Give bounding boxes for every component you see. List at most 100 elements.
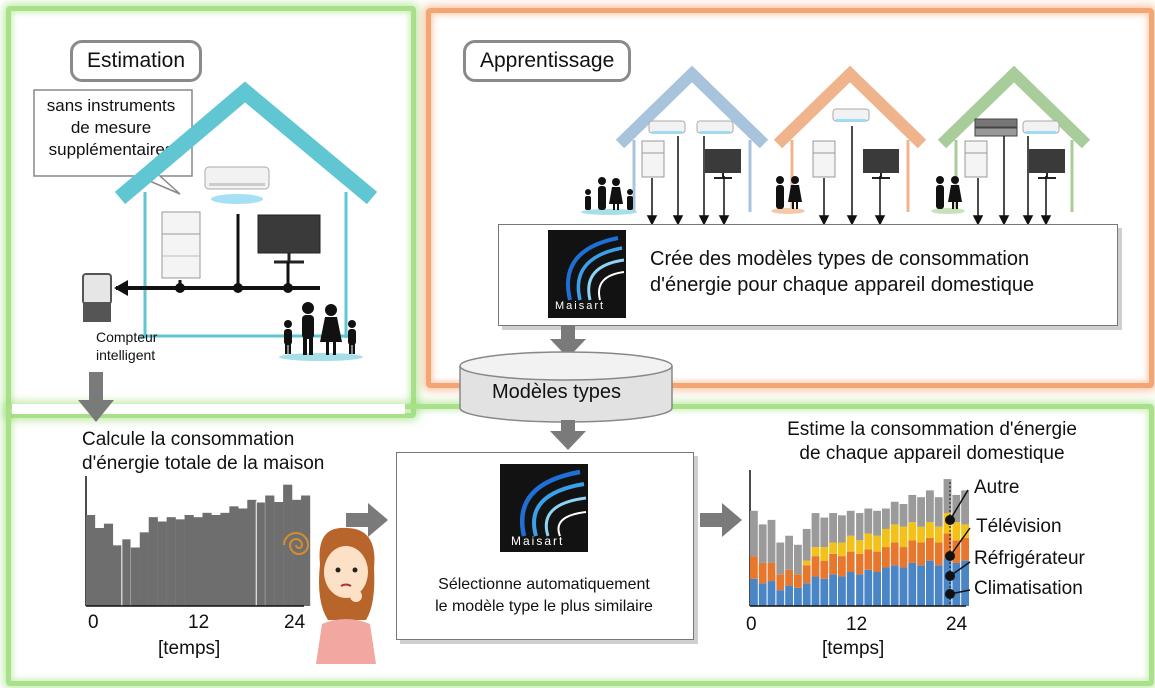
stacked-bar-segment (776, 590, 785, 606)
learning-model-text-line-2: d'énergie pour chaque appareil domestiqu… (650, 274, 1035, 296)
stacked-bar-segment (855, 574, 864, 606)
total-chart-title: Calcule la consommation d'énergie totale… (82, 428, 324, 476)
stacked-bar-segment (917, 542, 925, 566)
total-bar (94, 528, 105, 606)
stacked-bar-segment (846, 551, 855, 572)
stacked-bar-segment (785, 585, 793, 606)
stacked-bar-segment (926, 538, 934, 561)
television-icon (1029, 149, 1065, 179)
stacked-bar-segment (794, 574, 802, 588)
stacked-bar-segment (820, 578, 829, 606)
stacked-bar-segment (864, 549, 873, 570)
total-bar (255, 501, 266, 607)
television-icon (863, 149, 899, 179)
legend-television: Télévision (976, 516, 1062, 537)
stacked-bar-segment (917, 497, 925, 527)
stacked-bar-segment (890, 565, 899, 606)
stacked-bar-segment (855, 540, 864, 554)
result-chart-title: Estime la consommation d'énergie de chaq… (752, 418, 1112, 466)
stacked-bar-segment (829, 542, 837, 554)
stacked-bar-segment (785, 569, 793, 586)
total-bar (211, 515, 221, 606)
result-chart-title-line-1: Estime la consommation d'énergie (787, 419, 1077, 440)
stacked-bar-segment (952, 540, 961, 563)
stacked-bar-segment (873, 535, 881, 552)
right-arrow-icon (346, 503, 388, 537)
learning-panel (426, 8, 1154, 388)
stacked-bar-segment (873, 572, 881, 606)
stacked-bar-segment (802, 565, 811, 584)
stacked-bar-segment (846, 535, 855, 552)
learning-tag: Apprentissage (463, 40, 632, 82)
selection-text-line-2: le modèle type le plus similaire (435, 598, 653, 615)
selection-text-line-1: Sélectionne automatiquement (438, 576, 650, 593)
stacked-bar-segment (829, 513, 837, 543)
stacked-bar-segment (829, 553, 837, 575)
learning-model-text-line-1: Crée des modèles types de consommation (650, 248, 1030, 270)
stacked-bar-segment (794, 544, 802, 575)
result-tick-12: 12 (846, 614, 868, 635)
total-bar (193, 517, 203, 606)
panel-seam (12, 404, 405, 414)
refrigerator-icon (641, 140, 665, 178)
stacked-bar-segment (899, 547, 908, 568)
stacked-bar-segment (776, 542, 785, 575)
couple-icon (931, 176, 965, 214)
stacked-bar-segment (811, 513, 820, 548)
confusion-swirl-icon (283, 532, 310, 555)
total-bar (247, 499, 257, 606)
total-tick-24: 24 (284, 612, 306, 633)
stacked-bar-segment (758, 562, 767, 584)
television-icon (705, 149, 741, 179)
learning-house-blue (615, 65, 769, 212)
stacked-bar-segment (864, 569, 873, 606)
stacked-bar-segment (899, 526, 908, 548)
air-conditioner-icon (696, 120, 734, 134)
air-conditioner-icon (1022, 120, 1060, 134)
appliance-consumption-chart (749, 470, 969, 607)
down-arrow-icon (78, 372, 114, 422)
maisart-logo-text: Maisart (555, 300, 606, 312)
stacked-bar-segment (758, 524, 767, 563)
refrigerator-icon (812, 140, 836, 178)
stacked-bar-segment (864, 533, 873, 550)
stacked-bar-segment (926, 522, 934, 538)
stacked-bar-segment (882, 528, 890, 548)
database-label: Modèles types (492, 381, 621, 403)
measurement-arrows (646, 126, 1052, 226)
stacked-bar-segment (890, 542, 899, 566)
stacked-bar-segment (873, 551, 881, 572)
stacked-bar-segment (855, 513, 864, 541)
air-conditioner-icon (204, 166, 270, 204)
stacked-bar-segment (750, 510, 758, 557)
stacked-bar-segment (934, 565, 943, 606)
total-bar (103, 523, 114, 606)
total-bar (265, 495, 275, 606)
stacked-bar-segment (802, 528, 811, 561)
stacked-bar-segment (820, 560, 829, 579)
stacked-bar-segment (943, 558, 952, 606)
television-icon (257, 214, 321, 264)
bubble-line-3: supplémentaires (48, 140, 174, 159)
stacked-bar-segment (926, 490, 934, 523)
smart-meter-icon (82, 273, 112, 322)
stacked-bar-segment (943, 533, 952, 559)
stacked-bar-segment (820, 547, 829, 561)
meter-label-line-2: intelligent (96, 347, 156, 363)
total-bar (121, 538, 132, 607)
stacked-bar-segment (882, 567, 890, 606)
stacked-bar-segment (750, 556, 758, 579)
maisart-logo-icon (548, 230, 626, 318)
stacked-bar-segment (908, 540, 917, 563)
stacked-bar-segment (758, 583, 767, 606)
stacked-bar-segment (961, 524, 969, 538)
down-arrow-icon (550, 420, 586, 450)
stacked-bar-segment (855, 553, 864, 575)
stacked-bar-segment (952, 562, 961, 606)
total-axis-unit: [temps] (158, 638, 221, 659)
total-bar (229, 506, 239, 606)
stacked-bar-segment (750, 578, 758, 606)
wiring (114, 214, 320, 296)
total-bar (238, 508, 248, 606)
bubble-text: sans instruments de mesure supplémentair… (36, 95, 186, 161)
